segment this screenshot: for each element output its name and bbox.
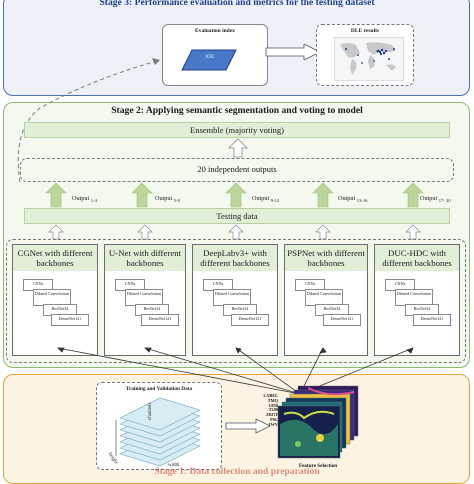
card-densenet121: DenseNet121 xyxy=(141,314,179,326)
output-label-3: Output 9-12 xyxy=(252,195,280,204)
output-arrow-3 xyxy=(225,182,247,208)
output-arrows xyxy=(45,182,424,208)
world-map-thumbnail xyxy=(334,37,404,81)
model-deeplabv3plus: DeepLabv3+ with different backbones CNNs… xyxy=(192,244,278,356)
layer-label: PSL xyxy=(270,416,278,422)
ensemble-bar: Ensemble (majority voting) xyxy=(24,122,450,138)
output-arrow-5 xyxy=(402,182,424,208)
card-densenet121: DenseNet121 xyxy=(323,314,361,326)
feature-layer-labels: LABEL TMQ U850 T200 ZBOT PSL IWV xyxy=(254,393,278,428)
data-distribution-lines xyxy=(57,347,414,395)
card-densenet121: DenseNet121 xyxy=(413,314,451,326)
model-unet: U-Net with different backbones CNNs Dila… xyxy=(104,244,186,356)
output-arrow-2 xyxy=(131,182,153,208)
model-cgnet: CGNet with different backbones CNNs Dila… xyxy=(12,244,98,356)
model-title: DUC-HDC with different backbones xyxy=(375,245,459,271)
feature-selection-stack xyxy=(277,385,359,459)
model-title: DeepLabv3+ with different backbones xyxy=(193,245,277,271)
output-label-2: Output 5-8 xyxy=(155,195,180,204)
stage1-title: Stage 1: Data collection and preparation xyxy=(154,466,320,477)
stage2-title: Stage 2: Applying semantic segmentation … xyxy=(111,105,363,116)
model-pspnet: PSPNet with different backbones CNNs Dil… xyxy=(284,244,368,356)
axis-width-label: width xyxy=(168,463,180,468)
dle-results-label: DLE results xyxy=(350,28,380,34)
layer-label: ZBOT xyxy=(266,412,278,418)
testing-data-bar: Testing data xyxy=(24,208,450,224)
data-cube-illustration xyxy=(115,397,201,467)
axis-channels-label: channels xyxy=(148,402,153,421)
model-title: PSPNet with different backbones xyxy=(285,245,367,271)
output-arrow-4 xyxy=(312,182,334,208)
models-container xyxy=(6,239,466,363)
outputs-to-ensemble-arrow xyxy=(228,138,248,158)
independent-outputs-box xyxy=(20,158,454,182)
card-densenet121: DenseNet121 xyxy=(51,314,89,326)
layer-label: U850 xyxy=(268,402,278,408)
training-to-feature-arrow xyxy=(225,418,271,434)
output-label-5: Output 17- 20 xyxy=(420,195,451,204)
model-title: CGNet with different backbones xyxy=(13,245,97,271)
card-resnet34: ResNet34 xyxy=(405,304,439,316)
layer-label: T200 xyxy=(268,407,278,413)
stage3-title: Stage 3: Performance evaluation and metr… xyxy=(99,0,375,8)
eval-to-dle-arrow xyxy=(265,44,321,60)
output-arrow-1 xyxy=(45,182,67,208)
card-dilated: Dilated Convolution xyxy=(213,289,251,306)
output-label-1: Output 1-4 xyxy=(72,195,97,204)
feature-selection-label: Feature Selection xyxy=(298,463,338,469)
model-title: U-Net with different backbones xyxy=(105,245,185,271)
layer-label: TMQ xyxy=(267,397,278,403)
training-data-label: Training and Validation Data xyxy=(125,386,193,392)
layer-label: LABEL xyxy=(263,393,278,398)
evaluation-label: Evaluation index xyxy=(195,28,235,34)
layer-label: IWV xyxy=(268,421,278,427)
independent-outputs-label: 20 independent outputs xyxy=(197,164,277,174)
testing-to-models-arrows xyxy=(48,224,421,240)
card-densenet121: DenseNet121 xyxy=(231,314,269,326)
iou-parallelogram xyxy=(181,49,237,71)
model-duc-hdc: DUC-HDC with different backbones CNNs Di… xyxy=(374,244,460,356)
feedback-loop-arrow xyxy=(17,58,161,183)
iou-text: IOU xyxy=(205,55,215,60)
output-label-4: Output 13-16 xyxy=(338,195,368,204)
